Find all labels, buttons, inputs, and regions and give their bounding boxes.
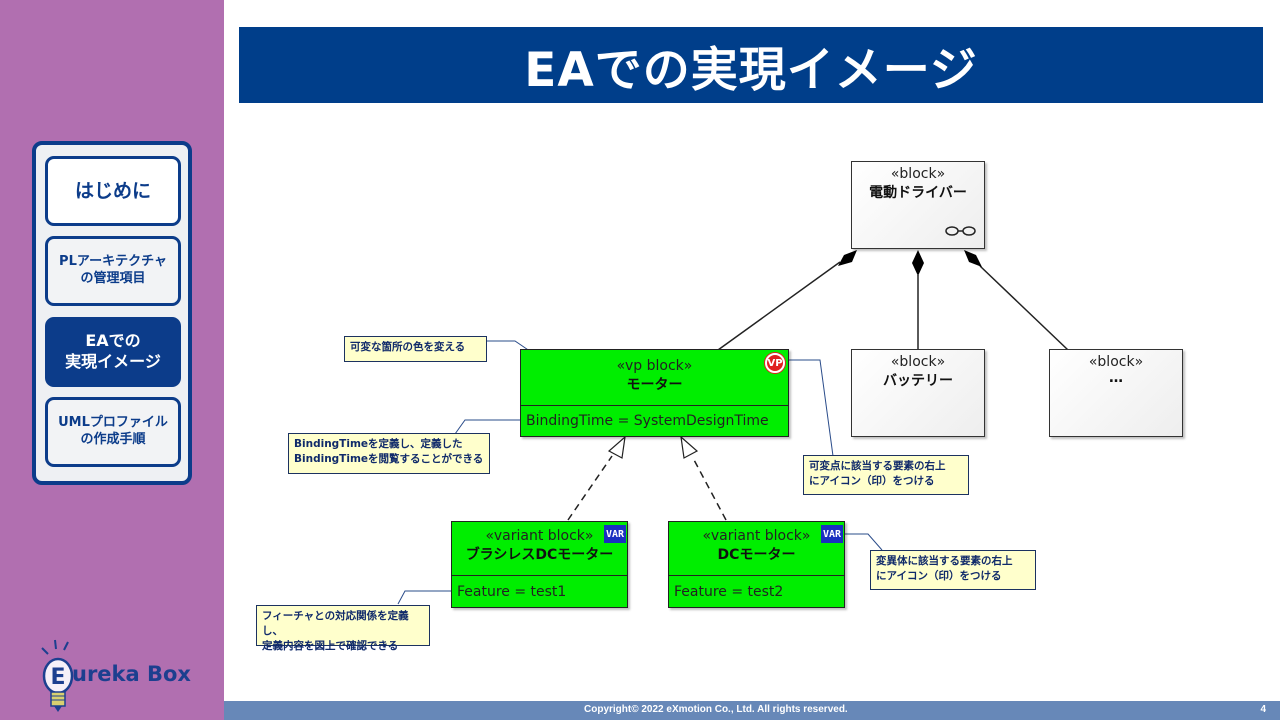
page-number: 4: [1260, 704, 1266, 715]
logo-text: ureka Box: [72, 662, 191, 686]
block-battery[interactable]: «block» バッテリー: [851, 349, 985, 437]
note-var-icon: 変異体に該当する要素の右上 にアイコン（印）をつける: [870, 550, 1036, 590]
block-other[interactable]: «block» …: [1049, 349, 1183, 437]
note-feature: フィーチャとの対応関係を定義し、 定義内容を図上で確認できる: [256, 605, 430, 652]
note-link-binding: [454, 419, 521, 435]
generalization-brushless-motor: [567, 435, 626, 521]
copyright-text: Copyright© 2022 eXmotion Co., Ltd. All r…: [584, 704, 848, 715]
block-motor-vp[interactable]: «vp block» モーター VP BindingTime = SystemD…: [520, 349, 789, 437]
note-vp-icon: 可変点に該当する要素の右上 にアイコン（印）をつける: [803, 455, 969, 495]
block-name: ブラシレスDCモーター: [465, 547, 614, 563]
page-title: EAでの実現イメージ: [524, 42, 978, 98]
composition-driver-battery: [912, 250, 924, 350]
generalization-dc-motor: [680, 435, 727, 521]
nav-item-introduction[interactable]: はじめに: [45, 156, 181, 226]
logo-letter: E: [50, 665, 65, 690]
note-link-feature: [397, 590, 455, 605]
nav-item-label: EAでの 実現イメージ: [65, 331, 161, 371]
block-attribute: BindingTime = SystemDesignTime: [521, 405, 788, 437]
block-stereotype: «variant block»: [485, 528, 594, 544]
nav-panel: はじめに PLアーキテクチャ の管理項目 EAでの 実現イメージ UMLプロファ…: [32, 141, 192, 485]
composition-driver-other: [964, 250, 1069, 351]
nav-item-label: PLアーキテクチャ の管理項目: [59, 254, 167, 286]
note-color-change: 可変な箇所の色を変える: [344, 336, 487, 362]
block-brushless-dc-motor[interactable]: «variant block» ブラシレスDCモーター VAR Feature …: [451, 521, 628, 608]
nav-item-uml-profile[interactable]: UMLプロファイル の作成手順: [45, 397, 181, 467]
footer: Copyright© 2022 eXmotion Co., Ltd. All r…: [224, 701, 1280, 720]
note-link-var-icon: [844, 533, 883, 551]
nav-item-pl-architecture[interactable]: PLアーキテクチャ の管理項目: [45, 236, 181, 306]
block-stereotype: «variant block»: [702, 528, 811, 544]
nav-item-label: UMLプロファイル の作成手順: [58, 415, 168, 447]
var-badge-label: VAR: [822, 528, 842, 540]
note-link-vp-icon: [789, 359, 834, 457]
block-stereotype: «vp block»: [616, 358, 693, 374]
block-stereotype: «block»: [890, 354, 946, 370]
block-name: 電動ドライバー: [869, 185, 967, 201]
vp-badge-icon: VP: [765, 353, 785, 373]
lightbulb-icon: E: [41, 639, 74, 712]
var-badge-label: VAR: [605, 528, 625, 540]
block-name: …: [1109, 370, 1123, 386]
page-title-bar: EAでの実現イメージ: [239, 27, 1263, 103]
composite-link-icon: [945, 226, 976, 236]
vp-badge-label: VP: [767, 357, 783, 369]
block-attribute: Feature = test1: [452, 575, 627, 608]
block-name: バッテリー: [883, 373, 953, 389]
block-electric-driver[interactable]: «block» 電動ドライバー: [851, 161, 985, 249]
block-stereotype: «block»: [1088, 354, 1144, 370]
block-name: DCモーター: [717, 547, 796, 563]
var-badge-icon: VAR: [604, 525, 626, 543]
block-attribute: Feature = test2: [669, 575, 844, 608]
block-dc-motor[interactable]: «variant block» DCモーター VAR Feature = tes…: [668, 521, 845, 608]
sidebar: はじめに PLアーキテクチャ の管理項目 EAでの 実現イメージ UMLプロファ…: [0, 0, 224, 720]
composition-driver-motor: [717, 250, 857, 351]
nav-item-label: はじめに: [74, 179, 151, 202]
eureka-box-logo: E ureka Box: [38, 638, 198, 716]
nav-item-ea-implementation[interactable]: EAでの 実現イメージ: [45, 317, 181, 387]
block-name: モーター: [626, 377, 683, 393]
note-binding-time: BindingTimeを定義し、定義した BindingTimeを閲覧することが…: [288, 433, 490, 474]
var-badge-icon: VAR: [821, 525, 843, 543]
block-stereotype: «block»: [890, 166, 946, 182]
